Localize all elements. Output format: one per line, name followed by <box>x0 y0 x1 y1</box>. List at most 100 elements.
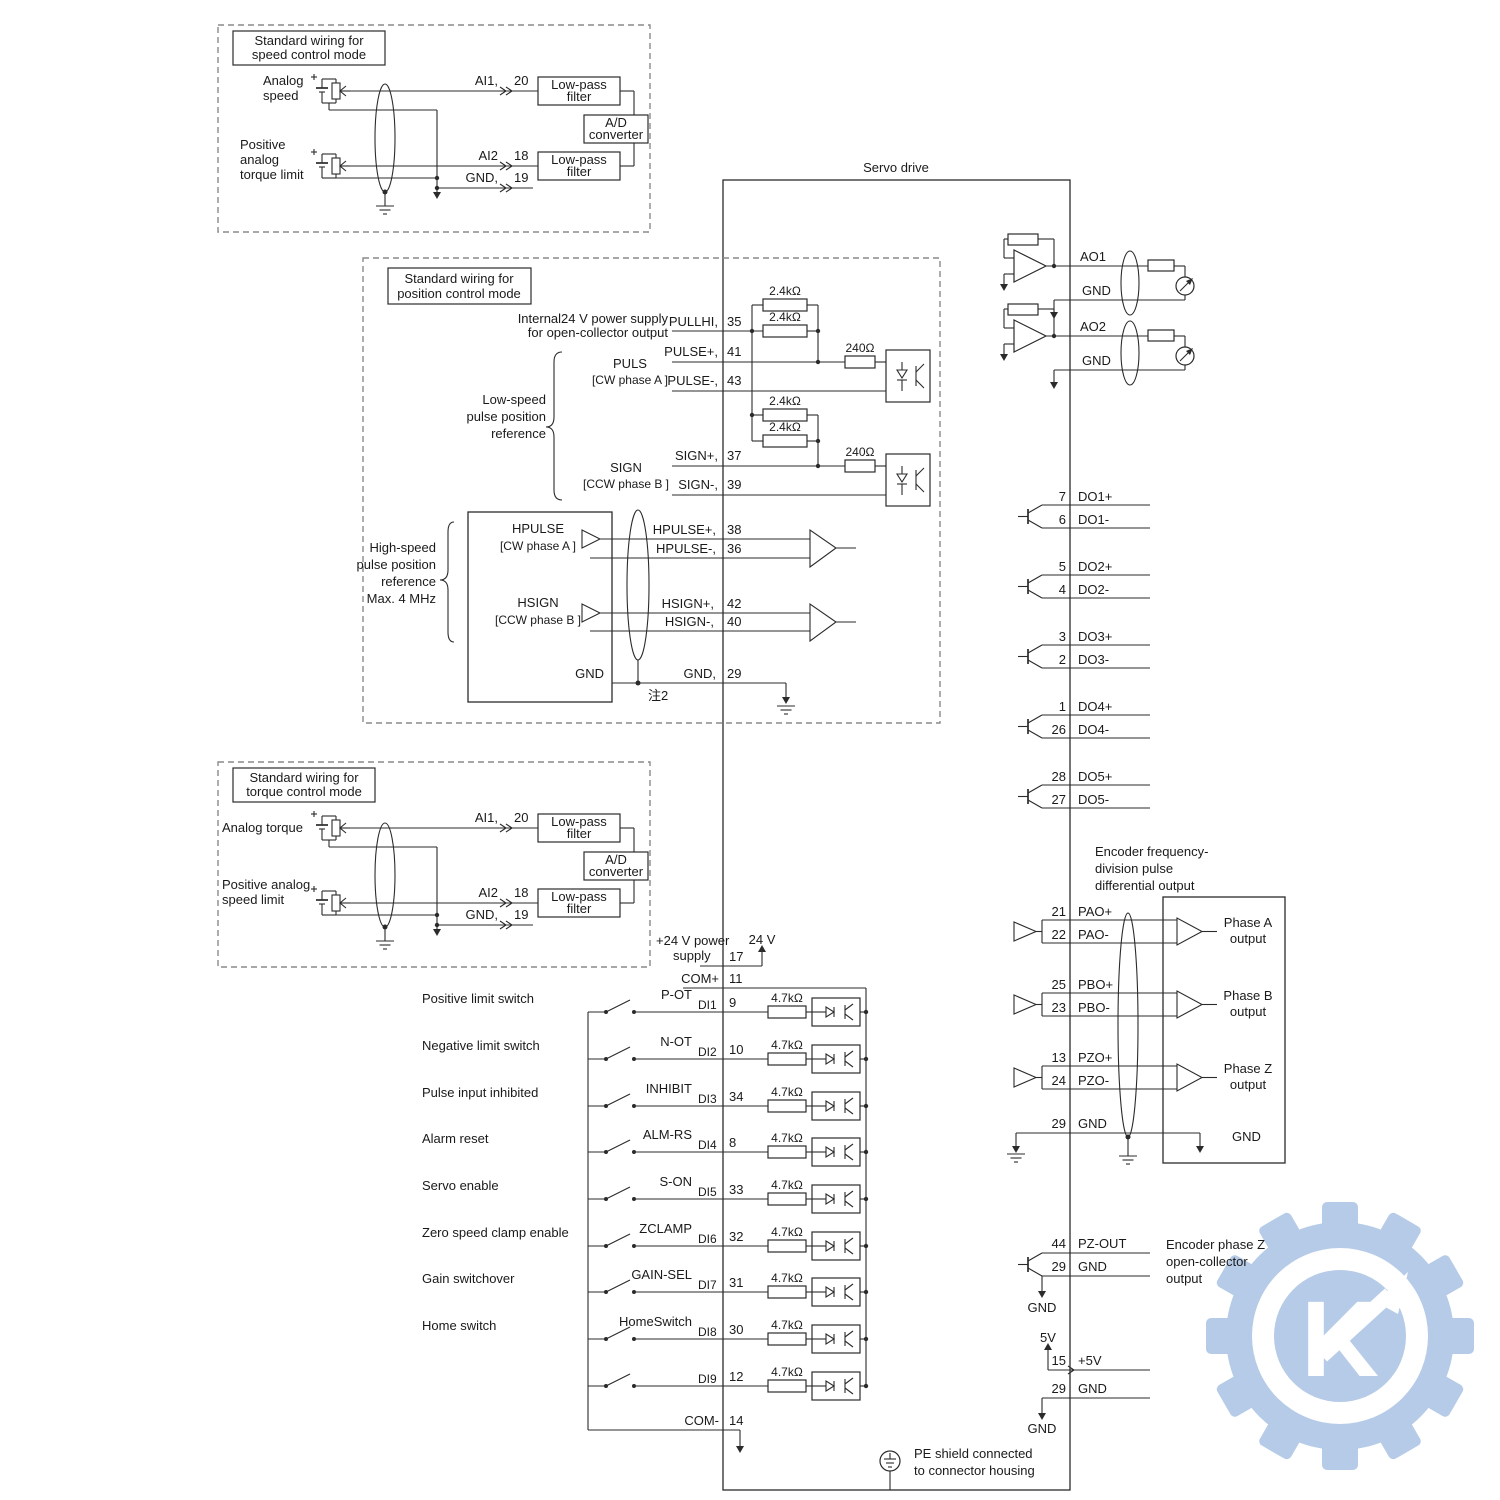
di-signal-label: ZCLAMP <box>639 1221 692 1236</box>
low-speed-label2: pulse position <box>467 409 547 424</box>
receiver-triangle-icon <box>1176 1063 1218 1092</box>
gnd-pin: 29 <box>727 666 741 681</box>
resistor-icon <box>767 1052 807 1066</box>
watermark-arrow-head <box>1376 1272 1408 1314</box>
hsign-plus-label: HSIGN+, <box>662 596 714 611</box>
phase-b-label1: Phase B <box>1223 988 1272 1003</box>
resistor-icon <box>767 1285 807 1299</box>
ai2-label: AI2 <box>478 148 498 163</box>
gnd-pin: 19 <box>514 907 528 922</box>
op-amp-icon <box>1013 249 1048 283</box>
hpulse-minus-label: HPULSE-, <box>656 541 716 556</box>
low-pass-filter-box <box>537 813 621 843</box>
5v-gnd-below-label: GND <box>1028 1421 1057 1436</box>
encoder-label1: Encoder frequency- <box>1095 844 1208 859</box>
ai2-pin: 18 <box>514 885 528 900</box>
enc-pin: 24 <box>1052 1073 1066 1088</box>
watermark-arrow-shaft <box>1316 1288 1396 1362</box>
switch-icon <box>605 1139 631 1153</box>
resistor-icon <box>1147 259 1175 272</box>
gnd-label: GND, <box>466 170 499 185</box>
switch-icon <box>605 1046 631 1060</box>
puls-sub-label: [CW phase A ] <box>592 373 668 387</box>
resistor-icon <box>767 1192 807 1206</box>
low-pass-filter-box <box>537 888 621 918</box>
gnd-label: GND, <box>466 907 499 922</box>
resistor-icon <box>844 355 876 369</box>
optocoupler-icon <box>811 1044 861 1074</box>
enc-name: PAO+ <box>1078 904 1112 919</box>
torque-title-line2: torque control mode <box>246 784 362 799</box>
servo-drive-box: Servo drive <box>722 160 1071 1491</box>
di-number: DI9 <box>698 1372 717 1386</box>
lpf1-label2: filter <box>567 826 592 841</box>
adc-label2: converter <box>589 127 644 142</box>
di-number: DI2 <box>698 1045 717 1059</box>
receiver-triangle-icon <box>1176 917 1218 946</box>
di-pin: 30 <box>729 1322 743 1337</box>
optocoupler-icon <box>811 997 861 1027</box>
pulse-plus-pin: 41 <box>727 344 741 359</box>
resistor-value: 240Ω <box>846 341 875 355</box>
ai1-pin: 20 <box>514 73 528 88</box>
pz-desc-label3: output <box>1166 1271 1203 1286</box>
enc-name: PAO- <box>1078 927 1109 942</box>
encoder-output-section: Encoder frequency- division pulse differ… <box>1006 844 1286 1165</box>
ad-converter-box <box>583 851 649 881</box>
enc-pin: 25 <box>1052 977 1066 992</box>
ground-icon <box>375 205 395 215</box>
pz-gnd-pin: 29 <box>1052 1259 1066 1274</box>
analog-source-icon <box>310 73 351 104</box>
switch-icon <box>605 1093 631 1107</box>
transistor-icon <box>1017 504 1043 529</box>
position-title-line2: position control mode <box>397 286 521 301</box>
di-pin: 32 <box>729 1229 743 1244</box>
pulse-minus-label: PULSE-, <box>667 373 718 388</box>
com-minus-label: COM- <box>684 1413 719 1428</box>
do-name: DO2+ <box>1078 559 1112 574</box>
analog-source-icon <box>310 810 351 841</box>
pe-shield-section: PE shield connected to connector housing <box>879 1446 1035 1490</box>
optocoupler-icon <box>811 1184 861 1214</box>
do-pin: 26 <box>1052 722 1066 737</box>
resistor-value: 240Ω <box>846 445 875 459</box>
5v-label: 5V <box>1040 1330 1056 1345</box>
di-row-label: Positive limit switch <box>422 991 534 1006</box>
do-pin: 6 <box>1059 512 1066 527</box>
do-pin: 5 <box>1059 559 1066 574</box>
sign-label: SIGN <box>610 460 642 475</box>
resistor-value: 4.7kΩ <box>771 1178 803 1192</box>
position-title-box <box>387 267 532 305</box>
speed-control-box: Standard wiring for speed control mode A… <box>217 24 651 233</box>
resistor-value: 2.4kΩ <box>769 284 801 298</box>
24v-label: 24 V <box>749 932 776 947</box>
op-amp-icon <box>1013 319 1048 353</box>
resistor-value: 4.7kΩ <box>771 1365 803 1379</box>
torque-input1-label: Analog torque <box>222 820 303 835</box>
phase-z-label1: Phase Z <box>1224 1061 1272 1076</box>
di-signal-label: ALM-RS <box>643 1127 692 1142</box>
driver-triangle-icon <box>1013 1065 1043 1090</box>
hsign-sub-label: [CCW phase B ] <box>495 613 581 627</box>
sign-plus-label: SIGN+, <box>675 448 718 463</box>
shield-ellipse-icon <box>1117 912 1139 1138</box>
lpf2-label2: filter <box>567 164 592 179</box>
24v-pin: 17 <box>729 949 743 964</box>
sign-sub-label: [CCW phase B ] <box>583 477 669 491</box>
resistor-icon <box>767 1332 807 1346</box>
brace-low-speed <box>545 351 563 501</box>
pullhi-label: PULLHI, <box>669 314 718 329</box>
hsign-plus-pin: 42 <box>727 596 741 611</box>
driver-triangle-icon <box>1013 992 1043 1017</box>
high-speed-label4: Max. 4 MHz <box>367 591 436 606</box>
hpulse-plus-label: HPULSE+, <box>653 522 716 537</box>
pz-desc-label2: open-collector <box>1166 1254 1248 1269</box>
switch-icon <box>605 1326 631 1340</box>
transistor-icon <box>1017 784 1043 809</box>
5v-gnd-name: GND <box>1078 1381 1107 1396</box>
phase-a-label2: output <box>1230 931 1267 946</box>
enc-name: PZO- <box>1078 1073 1109 1088</box>
do-pin: 28 <box>1052 769 1066 784</box>
di-number: DI7 <box>698 1278 717 1292</box>
